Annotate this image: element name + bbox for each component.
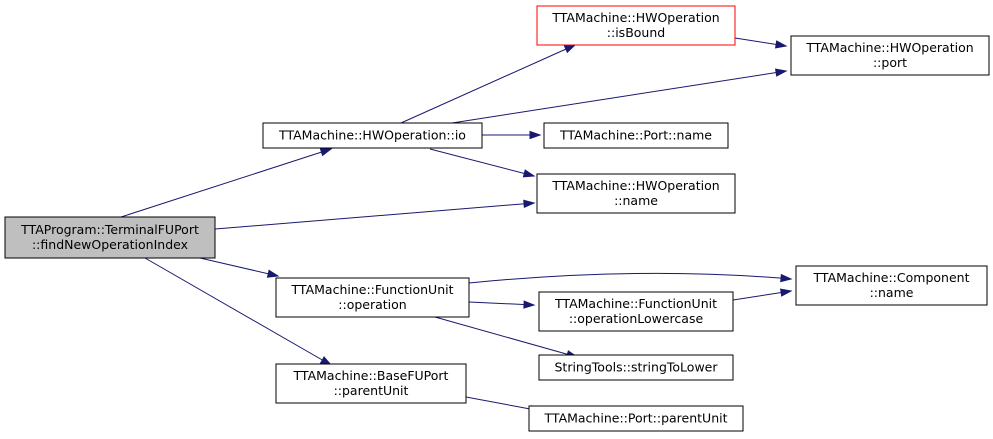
- node-port-name[interactable]: TTAMachine::Port::name: [543, 122, 729, 149]
- edge-line: [199, 257, 279, 277]
- node-hwop-port[interactable]: TTAMachine::HWOperation::port: [790, 35, 990, 76]
- edge-hwop_io-to-hwop_isbound: [400, 44, 577, 124]
- node-label-line: ::parentUnit: [334, 383, 409, 398]
- nodes-layer: TTAProgram::TerminalFUPort::findNewOpera…: [4, 5, 990, 432]
- node-label-line: TTAMachine::Port::name: [559, 128, 712, 143]
- node-component-name[interactable]: TTAMachine::Component::name: [795, 265, 988, 306]
- node-label-line: TTAMachine::HWOperation: [551, 178, 719, 193]
- edge-arrowhead: [522, 169, 536, 178]
- node-label-line: ::isBound: [607, 25, 665, 40]
- edge-arrowhead: [563, 44, 577, 54]
- edge-line: [429, 148, 535, 177]
- node-label-line: ::operation: [338, 297, 406, 312]
- node-fu-oplower[interactable]: TTAMachine::FunctionUnit::operationLower…: [538, 291, 734, 332]
- edge-arrowhead: [523, 199, 536, 209]
- edges-layer: [120, 37, 793, 414]
- node-basefuport-parentunit[interactable]: TTAMachine::BaseFUPort::parentUnit: [275, 363, 467, 404]
- edge-root-to-hwop_io: [120, 148, 333, 218]
- node-label-line: StringTools::stringToLower: [554, 360, 718, 375]
- edge-line: [400, 44, 576, 124]
- edge-line: [214, 202, 535, 230]
- edge-root-to-basefuport_parentunit: [144, 257, 333, 366]
- edge-arrowhead: [523, 300, 536, 309]
- node-label-line: ::findNewOperationIndex: [32, 237, 188, 252]
- node-label-line: TTAMachine::HWOperation: [805, 40, 973, 55]
- edge-fu_operation-to-component_name: [468, 272, 793, 284]
- edge-hwop_io-to-port_name: [482, 130, 542, 140]
- node-stringtolower[interactable]: StringTools::stringToLower: [538, 354, 734, 381]
- node-box: [4, 216, 216, 259]
- node-box: [275, 363, 467, 404]
- edge-arrowhead: [780, 273, 793, 283]
- edge-arrowhead: [774, 40, 788, 49]
- edge-hwop_io-to-hwop_name: [429, 148, 536, 178]
- node-box: [536, 173, 736, 214]
- edge-line: [468, 272, 792, 284]
- node-label-line: ::port: [873, 55, 907, 70]
- node-label-line: TTAMachine::Port::parentUnit: [543, 411, 727, 426]
- node-port-parentunit[interactable]: TTAMachine::Port::parentUnit: [528, 405, 744, 432]
- edge-arrowhead: [529, 130, 542, 140]
- edge-root-to-hwop_name: [214, 199, 536, 230]
- node-hwop-io[interactable]: TTAMachine::HWOperation::io: [262, 122, 483, 149]
- node-box: [543, 122, 729, 149]
- edge-arrowhead: [779, 288, 793, 297]
- node-box: [790, 35, 990, 76]
- node-label-line: TTAMachine::Component: [813, 270, 970, 285]
- edge-fu_oplower-to-component_name: [732, 288, 793, 301]
- node-box: [528, 405, 744, 432]
- node-root[interactable]: TTAProgram::TerminalFUPort::findNewOpera…: [4, 216, 216, 259]
- node-box: [795, 265, 988, 306]
- node-hwop-name[interactable]: TTAMachine::HWOperation::name: [536, 173, 736, 214]
- node-label-line: TTAMachine::BaseFUPort: [293, 368, 449, 383]
- node-hwop-isbound[interactable]: TTAMachine::HWOperation::isBound: [536, 5, 736, 46]
- node-label-line: ::name: [870, 285, 914, 300]
- edge-arrowhead: [319, 148, 333, 157]
- node-label-line: TTAMachine::FunctionUnit: [291, 282, 454, 297]
- node-label-line: TTAProgram::TerminalFUPort: [20, 222, 199, 237]
- node-label-line: TTAMachine::HWOperation: [551, 10, 719, 25]
- node-label-line: TTAMachine::FunctionUnit: [554, 296, 717, 311]
- node-box: [275, 277, 470, 318]
- edge-line: [468, 301, 535, 306]
- edge-hwop_io-to-hwop_port: [451, 68, 788, 124]
- edge-hwop_isbound-to-hwop_port: [734, 37, 788, 49]
- node-label-line: ::operationLowercase: [569, 311, 704, 326]
- node-box: [262, 122, 483, 149]
- node-label-line: TTAMachine::HWOperation::io: [278, 128, 466, 143]
- edge-fu_operation-to-fu_oplower: [468, 300, 536, 309]
- edge-root-to-fu_operation: [199, 257, 280, 278]
- edge-line: [144, 257, 332, 366]
- edge-line: [451, 70, 787, 124]
- edge-line: [434, 316, 578, 358]
- edge-line: [120, 148, 332, 218]
- edge-arrowhead: [774, 68, 788, 77]
- edge-arrowhead: [266, 269, 280, 278]
- node-label-line: ::name: [614, 193, 658, 208]
- node-box: [538, 291, 734, 332]
- node-box: [538, 354, 734, 381]
- node-fu-operation[interactable]: TTAMachine::FunctionUnit::operation: [275, 277, 470, 318]
- node-box: [536, 5, 736, 46]
